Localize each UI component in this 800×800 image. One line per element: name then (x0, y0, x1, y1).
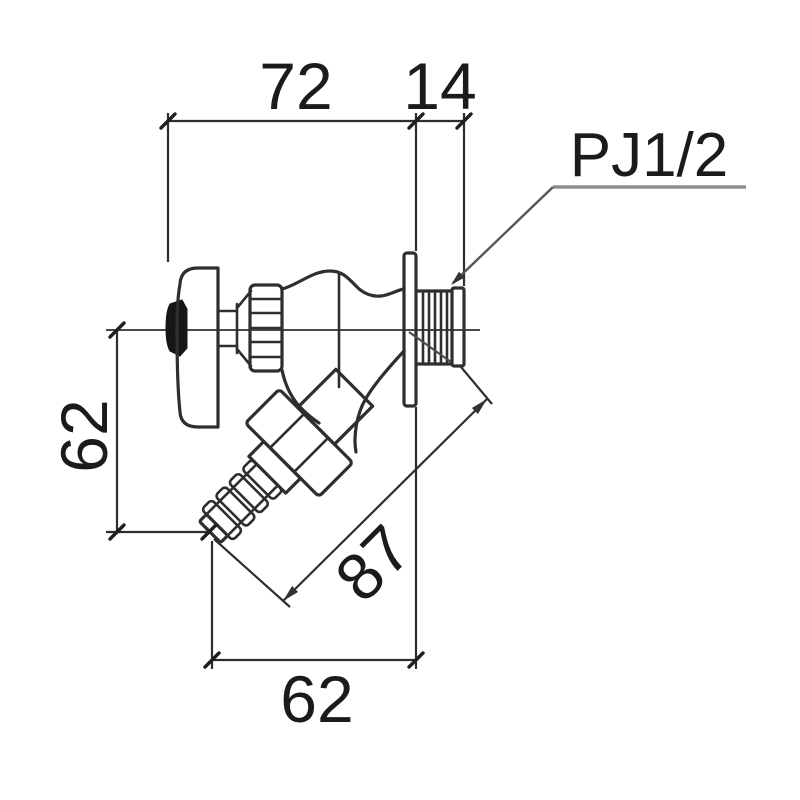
dim-left-height-label: 62 (47, 399, 121, 472)
dimension-left: 62 (47, 321, 218, 541)
arrowhead-upper (471, 399, 487, 414)
barb-core-bottom (226, 484, 280, 537)
dim-bottom-width-label: 62 (280, 662, 353, 736)
thread-callout: PJ1/2 (451, 121, 746, 285)
spout-assembly (198, 367, 375, 544)
thread-shank (408, 286, 466, 368)
body-spout-curve (353, 349, 406, 454)
dim-spout-length-label: 87 (321, 511, 425, 615)
handle-stem (216, 289, 253, 368)
dim-shank-length-label: 14 (403, 49, 476, 123)
valve-body (280, 269, 406, 454)
thread-spec-label: PJ1/2 (570, 121, 729, 190)
bonnet-nut (248, 283, 284, 373)
arrowhead-lower (283, 586, 299, 601)
dimension-top: 72 14 (159, 49, 477, 286)
body-top-profile (280, 269, 406, 298)
thread-runout-line (408, 331, 452, 363)
dim-top-width-label: 72 (259, 49, 332, 123)
body-bottom-profile (280, 368, 321, 425)
thread-end-face (450, 286, 466, 368)
thread-crest-lines (421, 289, 449, 366)
handle-outline (175, 266, 220, 429)
barb-core-top (205, 462, 258, 516)
callout-leader-line (452, 186, 554, 284)
hose-barb-ridges (201, 459, 283, 541)
callout-arrowhead (451, 271, 465, 285)
dimension-bottom: 62 (203, 407, 425, 736)
wall-flange (402, 251, 418, 408)
faucet-handle (165, 266, 220, 429)
